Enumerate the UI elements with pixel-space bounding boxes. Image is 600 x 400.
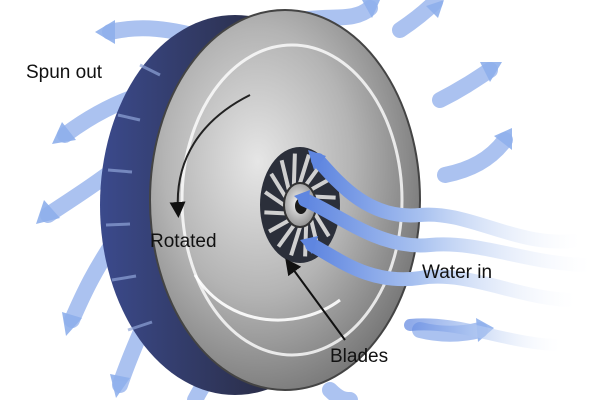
hub-blade bbox=[291, 153, 297, 185]
hub-blade bbox=[263, 190, 286, 207]
hub-blade bbox=[264, 210, 286, 216]
inflow-streams bbox=[294, 150, 597, 351]
label-spun-out: Spun out bbox=[26, 62, 103, 83]
label-water-in: Water in bbox=[422, 262, 492, 283]
hub-blade bbox=[276, 224, 296, 248]
hub-blade bbox=[269, 172, 287, 198]
hub-blade bbox=[279, 159, 291, 190]
label-blades: Blades bbox=[330, 346, 388, 367]
hub-blade bbox=[289, 226, 302, 256]
hub-blade bbox=[268, 218, 290, 234]
blades-leader bbox=[285, 258, 346, 341]
hub-blade bbox=[298, 154, 311, 184]
hub-blade bbox=[313, 212, 331, 238]
hub-blade bbox=[314, 194, 336, 200]
impeller-hub bbox=[260, 147, 340, 263]
label-rotated: Rotated bbox=[150, 231, 217, 252]
